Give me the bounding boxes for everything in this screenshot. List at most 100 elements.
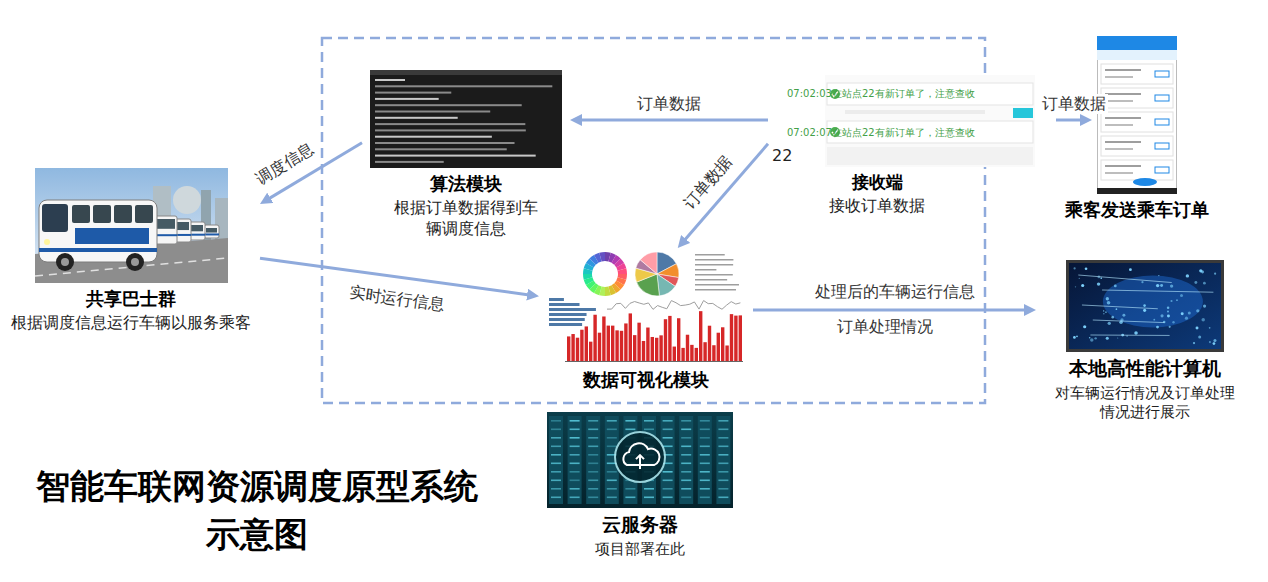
path-shape <box>1090 335 1169 336</box>
rect-shape <box>700 454 710 456</box>
rect-shape <box>827 147 1033 165</box>
node-description: 根据订单数据得到车辆调度信息 <box>391 198 541 240</box>
rect-shape <box>663 488 673 490</box>
rect-shape <box>588 497 598 499</box>
path-shape <box>1093 320 1165 323</box>
rect-shape <box>625 497 635 499</box>
circle-shape <box>1167 310 1169 312</box>
rect-shape <box>1105 76 1133 78</box>
circle-shape <box>44 239 50 245</box>
circle-shape <box>1094 337 1096 339</box>
circle-shape <box>1213 339 1216 342</box>
rect-shape <box>607 326 610 361</box>
rect-shape <box>695 279 727 281</box>
cloud-picture <box>547 412 733 508</box>
rect-shape <box>644 488 654 490</box>
rect-shape <box>551 437 561 439</box>
module-node: 共享巴士群根据调度信息运行车辆以服务乘客 <box>2 168 260 334</box>
rect-shape <box>570 454 580 456</box>
circle-shape <box>1117 337 1118 338</box>
circle-shape <box>131 258 139 266</box>
rect-shape <box>1097 50 1177 60</box>
text-group: 乘客发送乘车订单 <box>1056 198 1218 221</box>
text-group: 算法模块根据订单数据得到车辆调度信息 <box>362 172 570 240</box>
rect-shape <box>718 429 728 431</box>
rect-shape <box>718 446 728 448</box>
circle-shape <box>1160 284 1163 287</box>
rect-shape <box>700 480 710 482</box>
rect-shape <box>586 416 600 504</box>
rect-shape <box>721 327 724 361</box>
circle-shape <box>1129 268 1132 271</box>
rect-shape <box>734 316 737 361</box>
circle-shape <box>1160 314 1163 317</box>
circle-shape <box>1083 325 1086 328</box>
rect-shape <box>655 338 658 361</box>
circle-shape <box>1172 321 1174 323</box>
circle-shape <box>1156 326 1159 329</box>
circle-shape <box>1122 314 1125 317</box>
rect-shape <box>1155 143 1169 149</box>
circle-shape <box>1196 327 1199 330</box>
module-node: 本地高性能计算机对车辆运行情况及订单处理情况进行展示 <box>1036 260 1254 423</box>
rect-shape <box>718 454 728 456</box>
rect-shape <box>739 315 742 361</box>
rect-shape <box>206 228 217 233</box>
rect-shape <box>593 315 596 361</box>
rect-shape <box>611 326 614 361</box>
g-shape <box>583 252 627 296</box>
node-description: 根据调度信息运行车辆以服务乘客 <box>2 313 260 334</box>
rect-shape <box>1101 112 1173 132</box>
rect-shape <box>644 429 654 431</box>
rect-shape <box>716 416 730 504</box>
terminal-picture <box>370 70 562 168</box>
circle-shape <box>1103 310 1104 311</box>
rect-shape <box>588 454 598 456</box>
circle-shape <box>1106 297 1109 300</box>
rect-shape <box>718 497 728 499</box>
rect-shape <box>1105 69 1141 71</box>
text-group: 云服务器项目部署在此 <box>538 512 742 559</box>
circle-shape <box>1176 299 1178 301</box>
node-description: 接收订单数据 <box>768 196 986 217</box>
edge-label: 订单数据 <box>635 94 703 114</box>
rect-shape <box>375 161 444 163</box>
rect-shape <box>681 437 691 439</box>
rect-shape <box>695 348 698 361</box>
rect-shape <box>35 168 228 283</box>
rect-shape <box>1101 136 1173 156</box>
rect-shape <box>1097 36 1177 50</box>
circle-shape <box>615 432 665 482</box>
rect-shape <box>607 429 617 431</box>
circle-shape <box>1209 341 1211 343</box>
rect-shape <box>718 488 728 490</box>
rect-shape <box>625 420 635 422</box>
rect-shape <box>549 308 596 311</box>
module-node: 算法模块根据订单数据得到车辆调度信息 <box>362 70 570 240</box>
rect-shape <box>624 323 627 361</box>
computer-picture <box>1066 260 1224 352</box>
rect-shape <box>663 437 673 439</box>
text-group: 本地高性能计算机对车辆运行情况及订单处理情况进行展示 <box>1036 356 1254 423</box>
circle-shape <box>1097 282 1100 285</box>
rect-shape <box>585 326 588 361</box>
path-shape <box>640 252 657 274</box>
edge-label: 订单数据 <box>678 151 738 215</box>
rect-shape <box>718 471 728 473</box>
rect-shape <box>1098 37 1177 194</box>
rect-shape <box>576 338 579 361</box>
rect-shape <box>1105 148 1133 150</box>
rect-shape <box>679 416 693 504</box>
rect-shape <box>690 345 693 361</box>
rect-shape <box>547 248 745 364</box>
rect-shape <box>588 471 598 473</box>
circle-shape <box>1079 278 1080 279</box>
rect-shape <box>588 463 598 465</box>
rect-shape <box>155 219 175 229</box>
text-group: 数据可视化模块 <box>539 368 753 391</box>
rect-shape <box>607 446 617 448</box>
rect-shape <box>1066 260 1224 352</box>
rect-shape <box>718 420 728 422</box>
node-title: 云服务器 <box>538 512 742 537</box>
